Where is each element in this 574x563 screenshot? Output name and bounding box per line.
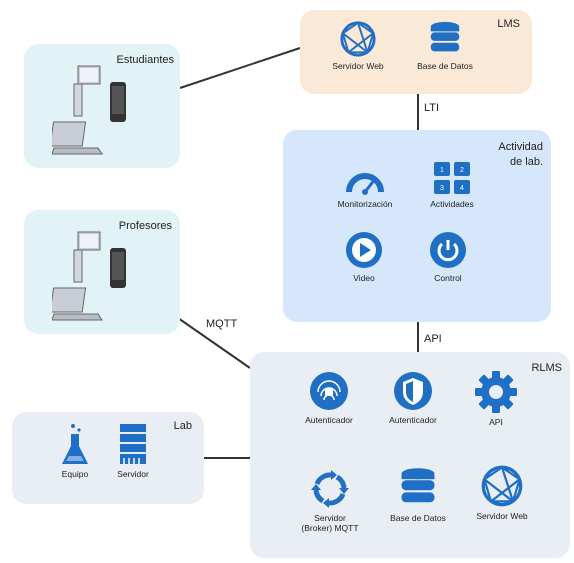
profesores-group: Profesores	[24, 210, 180, 334]
lms-group: LMS Servidor Web Base de Datos	[300, 10, 532, 94]
gauge-icon	[346, 173, 384, 195]
actividad-group: Actividad de lab. Monitorización 1 2 3 4…	[283, 130, 551, 322]
edge-label-api: API	[422, 333, 444, 345]
rlms-api: API	[468, 370, 524, 428]
estudiantes-title: Estudiantes	[116, 54, 174, 66]
gear-icon	[475, 371, 517, 413]
lms-database: Base de Datos	[410, 20, 480, 72]
lms-title: LMS	[497, 18, 520, 30]
rlms-web-server: Servidor Web	[464, 464, 540, 522]
rlms-authenticator-1: Autenticador	[294, 370, 364, 426]
globe-icon	[340, 21, 376, 57]
svg-text:1: 1	[440, 167, 444, 174]
lab-server: Servidor	[108, 422, 158, 480]
server-icon	[120, 424, 146, 464]
rlms-authenticator-2-label: Autenticador	[389, 415, 437, 425]
rlms-web-server-label: Servidor Web	[476, 511, 528, 521]
lab-equipment: Equipo	[50, 422, 100, 480]
act-monitoring-label: Monitorización	[337, 199, 393, 209]
edge-label-lti: LTI	[422, 102, 442, 114]
rlms-authenticator-1-label: Autenticador	[305, 415, 353, 425]
lms-web-label: Servidor Web	[332, 61, 384, 71]
lab-equipment-label: Equipo	[61, 469, 89, 479]
grid-icon: 1 2 3 4	[434, 162, 470, 194]
fingerprint-icon	[310, 372, 348, 410]
globe-icon	[481, 465, 523, 507]
computers-icon	[52, 231, 126, 321]
lab-title: Lab	[173, 420, 192, 432]
rlms-api-label: API	[489, 417, 503, 427]
rlms-authenticator-2: Autenticador	[378, 370, 448, 426]
rlms-database-label: Base de Datos	[390, 513, 446, 523]
edge-estudiantes-lms	[179, 47, 301, 89]
lab-group: Lab Equipo Servidor	[12, 412, 204, 504]
shield-icon	[394, 372, 432, 410]
act-activities-label: Actividades	[430, 199, 474, 209]
flask-icon	[62, 424, 88, 464]
edge-profesores-rlms	[177, 317, 251, 369]
computers-icon	[52, 65, 126, 155]
rlms-group: RLMS Autenticador Autenticador	[250, 352, 570, 558]
rlms-mqtt-broker-label-line2: (Broker) MQTT	[301, 522, 359, 533]
svg-text:4: 4	[460, 185, 464, 192]
act-activities: 1 2 3 4 Actividades	[417, 160, 487, 210]
act-control: Control	[423, 230, 473, 284]
rlms-mqtt-broker: Servidor (Broker) MQTT	[290, 468, 370, 534]
act-control-label: Control	[434, 273, 462, 283]
estudiantes-group: Estudiantes	[24, 44, 180, 168]
act-video-label: Video	[353, 273, 375, 283]
database-icon	[430, 21, 460, 52]
lms-db-label: Base de Datos	[417, 61, 473, 71]
act-video: Video	[339, 230, 389, 284]
lms-web-server: Servidor Web	[326, 20, 390, 72]
database-icon	[401, 468, 435, 503]
actividad-title-line1: Actividad	[498, 141, 543, 153]
rlms-database: Base de Datos	[378, 466, 458, 524]
rlms-mqtt-broker-label-line1: Servidor	[314, 513, 346, 523]
sync-icon	[311, 470, 349, 508]
act-monitoring: Monitorización	[325, 166, 405, 210]
actividad-title-line2: de lab.	[509, 155, 543, 168]
rlms-title: RLMS	[531, 362, 562, 374]
actividad-title: Actividad de lab.	[498, 140, 543, 170]
rlms-mqtt-broker-label: Servidor (Broker) MQTT	[290, 513, 370, 534]
edge-label-mqtt: MQTT	[204, 318, 240, 330]
profesores-title: Profesores	[118, 220, 172, 232]
play-icon	[346, 232, 382, 268]
svg-text:3: 3	[440, 185, 444, 192]
power-icon	[430, 232, 466, 268]
lab-server-label: Servidor	[117, 469, 149, 479]
svg-text:2: 2	[460, 167, 464, 174]
